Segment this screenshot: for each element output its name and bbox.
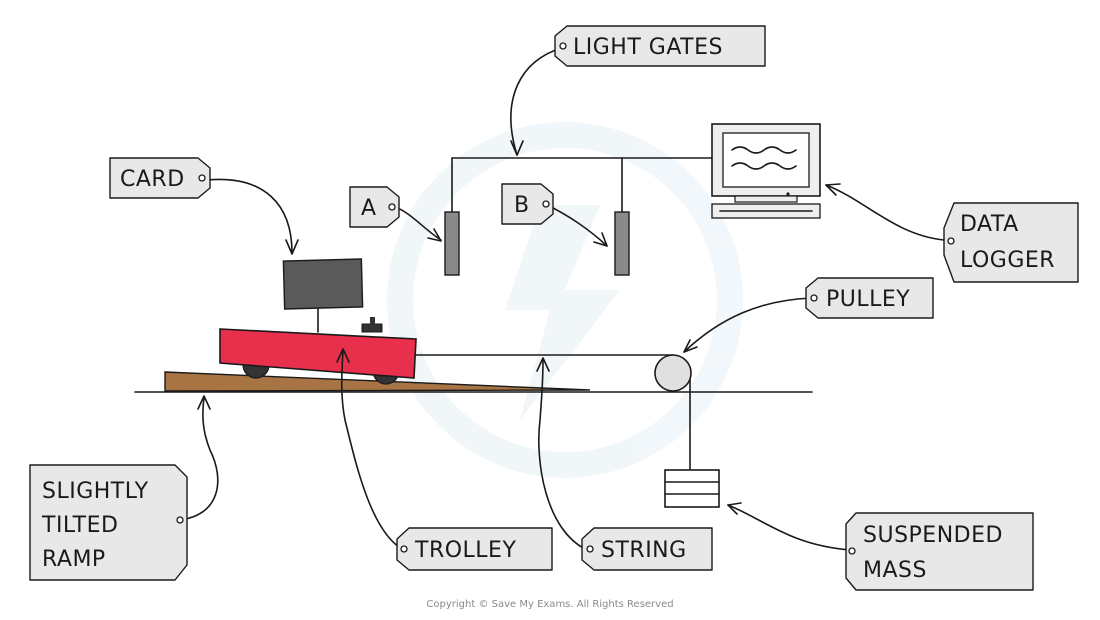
monitor-screen [722,132,810,188]
tag-suspended-mass-line1: SUSPENDED [863,523,1003,548]
copyright-notice: Copyright © Save My Exams. All Rights Re… [426,599,673,610]
tag-gate-a: A [349,186,400,228]
tag-ramp: SLIGHTLY TILTED RAMP [29,464,188,581]
tag-ramp-line3: RAMP [42,547,106,572]
tag-card: CARD [109,157,211,199]
tag-pulley-label: PULLEY [826,287,910,312]
tag-string-label: STRING [601,538,687,563]
tag-trolley: TROLLEY [396,527,553,571]
tag-card-label: CARD [120,167,185,192]
suspended-mass [664,469,720,508]
arrow-light-gates [510,47,563,156]
arrow-string [538,359,588,551]
data-logger [711,123,821,219]
light-gate-wiring [451,157,713,214]
tag-suspended-mass-line2: MASS [863,558,927,583]
card [282,258,364,333]
tag-gate-b: B [501,183,554,225]
arrow-card [206,178,293,254]
arrow-suspended-mass [727,504,851,551]
card-plate [282,258,364,310]
arrow-data-logger [825,184,945,241]
arrow-pulley [683,297,813,353]
monitor-stand [734,195,798,203]
tag-light-gates: LIGHT GATES [554,25,766,67]
light-gate-b [614,211,630,276]
trolley-peg-top [370,317,375,325]
tag-gate-a-label: A [361,196,377,221]
watermark [387,122,743,478]
trolley-peg [361,323,383,333]
tag-ramp-line1: SLIGHTLY [42,479,149,504]
tag-data-logger: DATA LOGGER [943,202,1079,283]
tag-light-gates-label: LIGHT GATES [573,35,723,60]
trolley-body [219,328,417,379]
tag-data-logger-line1: DATA [960,212,1019,237]
tag-trolley-label: TROLLEY [414,538,516,563]
tag-pulley: PULLEY [805,277,934,319]
arrow-ramp [179,396,219,521]
tag-string: STRING [581,527,713,571]
trolley [219,317,417,385]
tag-ramp-line2: TILTED [41,513,118,538]
pulley [654,354,692,392]
tag-gate-b-label: B [514,193,530,218]
tag-suspended-mass: SUSPENDED MASS [845,512,1034,591]
light-gate-a [444,211,460,276]
tag-data-logger-line2: LOGGER [960,248,1055,273]
arrow-trolley [340,349,403,550]
